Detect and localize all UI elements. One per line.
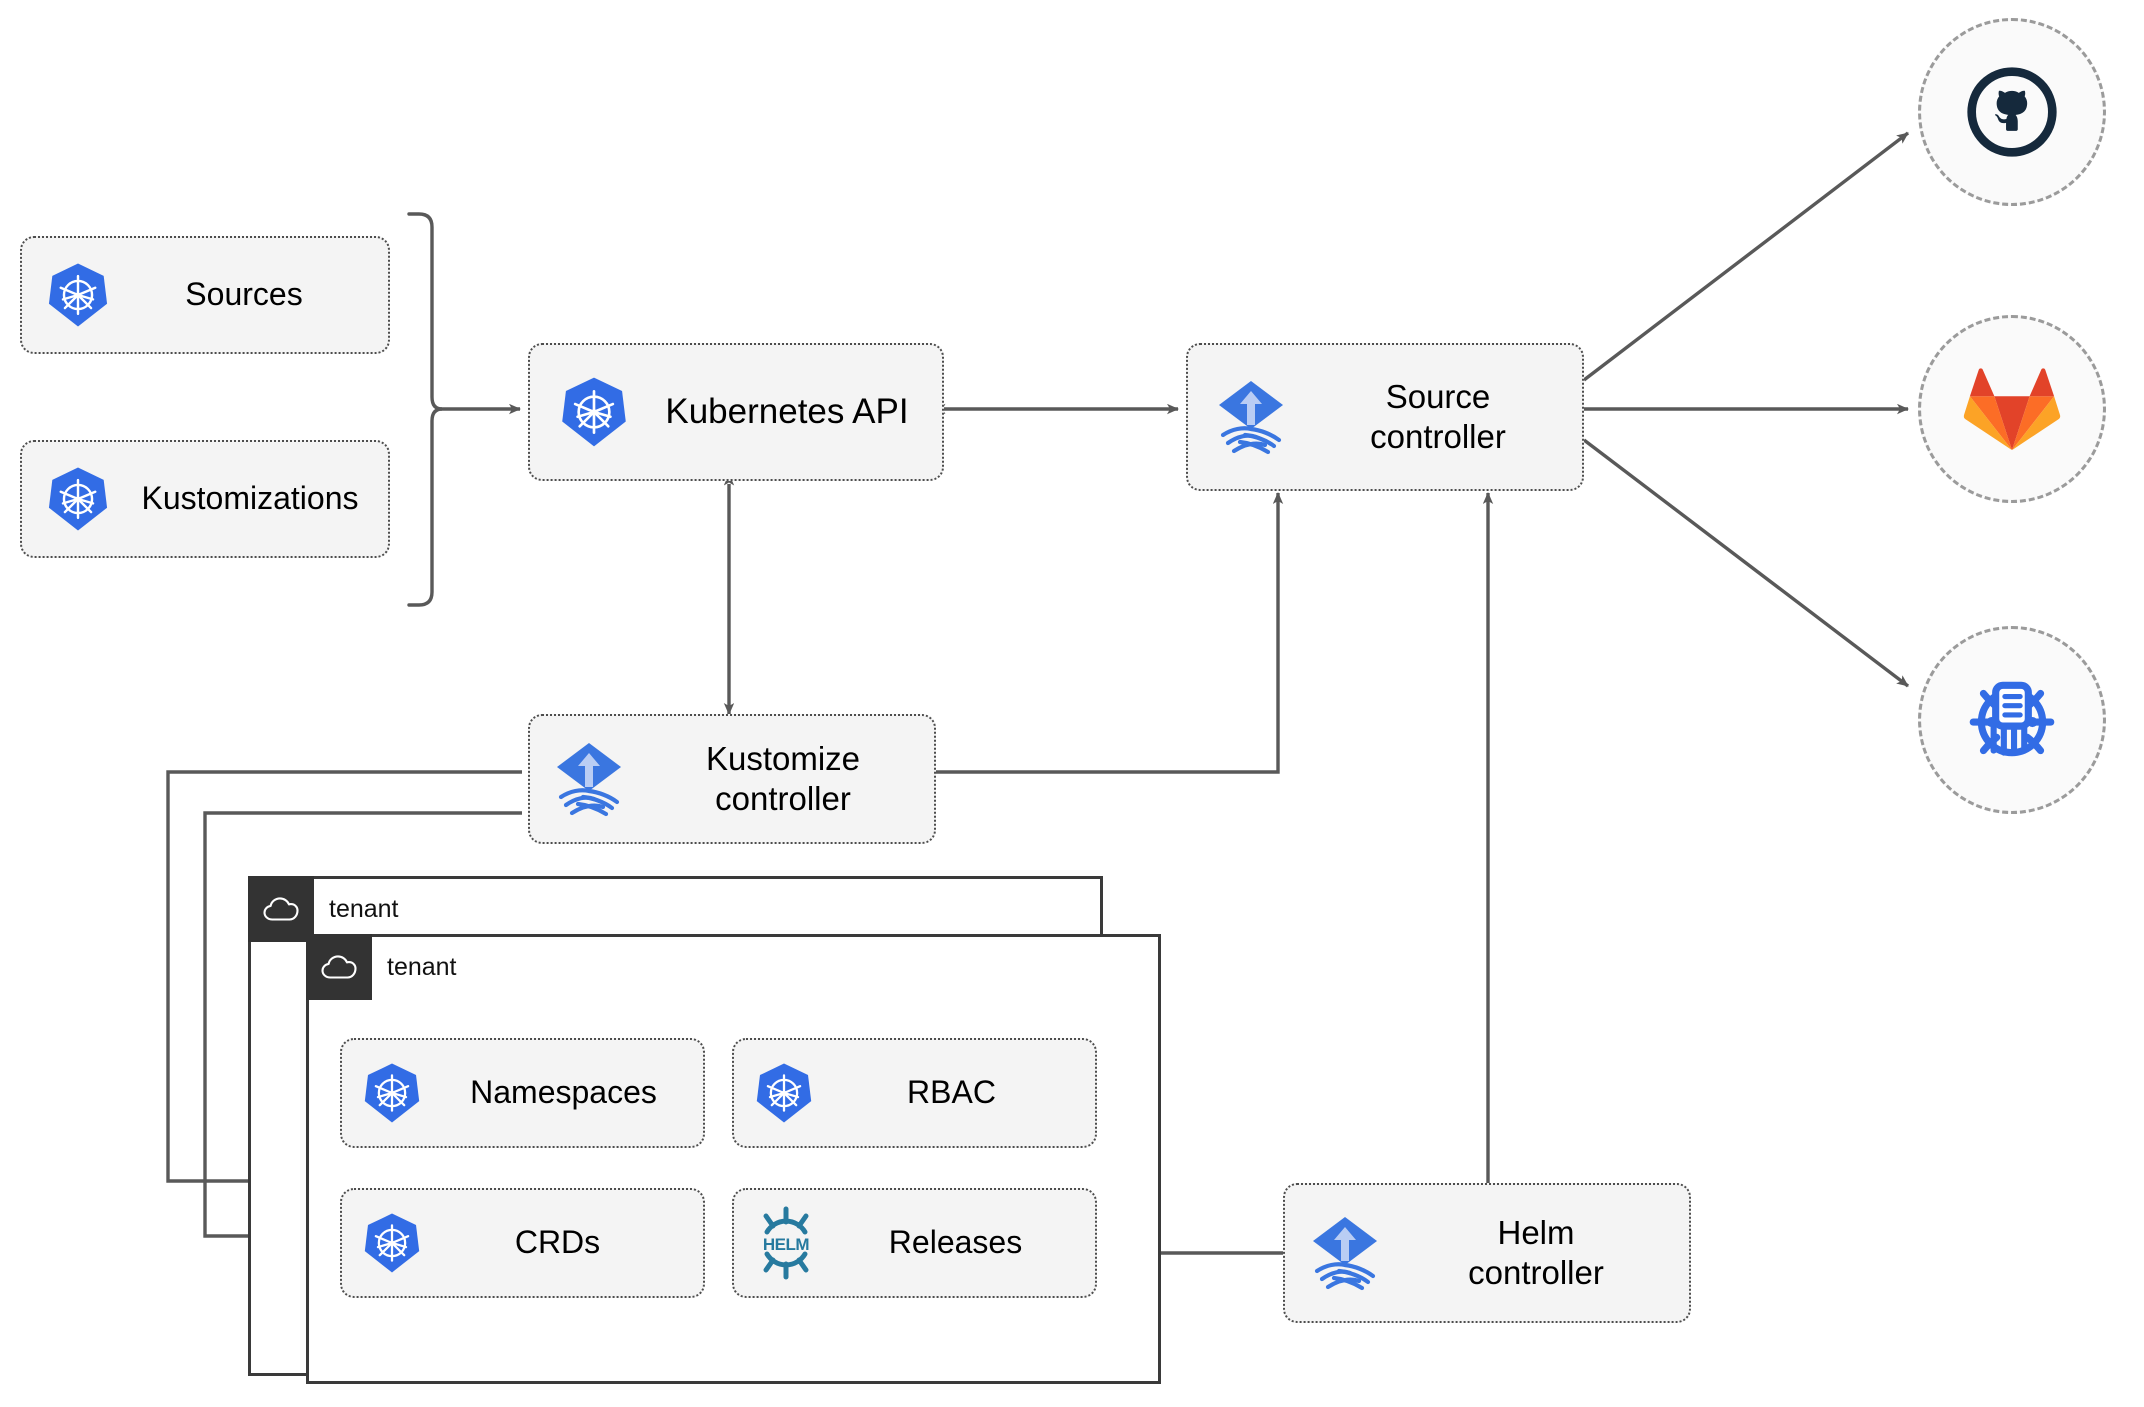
bucket-icon bbox=[1969, 681, 2055, 757]
endpoint-github[interactable] bbox=[1918, 18, 2106, 206]
node-rbac[interactable]: RBAC bbox=[732, 1038, 1097, 1148]
kubernetes-glyph bbox=[756, 1063, 812, 1123]
tenant-container-front: tenant bbox=[306, 934, 1161, 1384]
kubernetes-glyph bbox=[48, 467, 108, 531]
kubernetes-icon bbox=[734, 1062, 834, 1124]
node-namespaces[interactable]: Namespaces bbox=[340, 1038, 705, 1148]
kubernetes-glyph bbox=[562, 377, 626, 447]
helm-glyph: HELM bbox=[763, 1206, 810, 1280]
flux-glyph bbox=[557, 743, 621, 817]
flux-icon bbox=[1188, 377, 1314, 457]
cloud-glyph bbox=[263, 897, 299, 921]
node-crds[interactable]: CRDs bbox=[340, 1188, 705, 1298]
kubernetes-icon bbox=[22, 466, 134, 532]
kubernetes-glyph bbox=[364, 1213, 420, 1273]
tenant-label: tenant bbox=[329, 895, 399, 923]
node-label: Sources bbox=[185, 276, 303, 313]
node-sources[interactable]: Sources bbox=[20, 236, 390, 354]
kubernetes-icon bbox=[530, 376, 658, 448]
edge-source-bucket bbox=[1582, 438, 1910, 688]
node-kustomize-controller[interactable]: Kustomize controller bbox=[528, 714, 936, 844]
tenant-label: tenant bbox=[387, 953, 457, 981]
node-label: Releases bbox=[888, 1224, 1023, 1261]
kubernetes-icon bbox=[342, 1212, 442, 1274]
edge-kustomize-source bbox=[935, 492, 1284, 774]
node-source-controller[interactable]: Source controller bbox=[1186, 343, 1584, 491]
node-kustomizations[interactable]: Kustomizations bbox=[20, 440, 390, 558]
kubernetes-icon bbox=[342, 1062, 442, 1124]
flux-icon bbox=[530, 739, 648, 819]
node-label: RBAC bbox=[907, 1074, 996, 1111]
cloud-glyph bbox=[321, 955, 357, 979]
helm-icon: HELM bbox=[734, 1206, 838, 1280]
kubernetes-glyph bbox=[364, 1063, 420, 1123]
node-kubernetes-api[interactable]: Kubernetes API bbox=[528, 343, 944, 481]
node-helm-controller[interactable]: Helm controller bbox=[1283, 1183, 1691, 1323]
endpoint-gitlab[interactable] bbox=[1918, 315, 2106, 503]
node-label: CRDs bbox=[514, 1224, 601, 1261]
flux-icon bbox=[1285, 1213, 1405, 1293]
node-label: Kubernetes API bbox=[665, 391, 909, 431]
flux-glyph bbox=[1219, 381, 1283, 455]
cloud-icon bbox=[306, 934, 372, 1000]
kubernetes-glyph bbox=[48, 263, 108, 327]
flux-glyph bbox=[1313, 1217, 1377, 1291]
node-label: Helm controller bbox=[1468, 1213, 1604, 1291]
kubernetes-icon bbox=[22, 262, 134, 328]
node-label: Kustomize controller bbox=[705, 739, 861, 817]
edge-source-github bbox=[1582, 131, 1910, 382]
node-releases[interactable]: HELM Releases bbox=[732, 1188, 1097, 1298]
node-label: Namespaces bbox=[470, 1074, 657, 1111]
edge-bracket bbox=[407, 212, 443, 607]
gitlab-icon bbox=[1963, 368, 2061, 451]
github-icon bbox=[1967, 67, 2057, 157]
node-label: Source controller bbox=[1370, 377, 1506, 455]
svg-text:HELM: HELM bbox=[763, 1235, 810, 1254]
node-label: Kustomizations bbox=[141, 480, 359, 517]
endpoint-bucket[interactable] bbox=[1918, 626, 2106, 814]
cloud-icon bbox=[248, 876, 314, 942]
